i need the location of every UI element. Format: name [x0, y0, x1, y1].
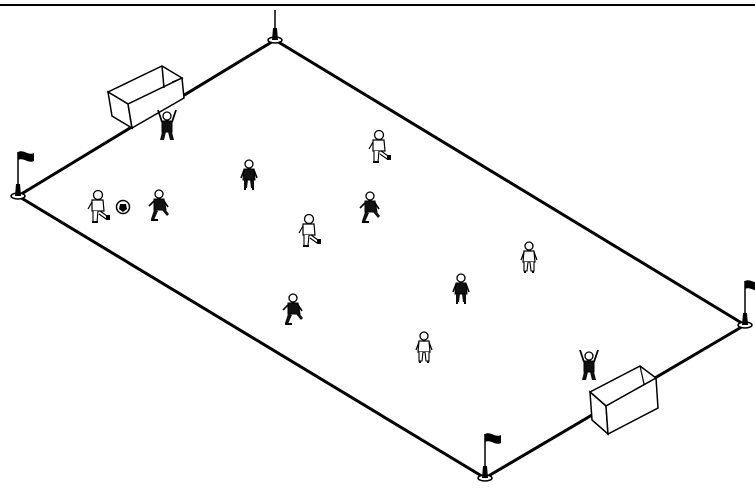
- player-light-icon: [88, 191, 110, 224]
- player-dark-icon: [241, 160, 257, 190]
- goal-icon: [590, 366, 658, 434]
- player-light-icon: [369, 131, 391, 164]
- player-dark-icon: [158, 110, 176, 140]
- player-dark-icon: [283, 294, 303, 325]
- player-dark-icon: [453, 274, 469, 304]
- player-dark-icon: [360, 192, 380, 223]
- player-light-icon: [521, 242, 537, 273]
- player-light-icon: [299, 215, 321, 248]
- corner-post-icon: [268, 10, 282, 43]
- player-dark-icon: [580, 350, 598, 380]
- player-dark-icon: [149, 190, 169, 221]
- soccer-ball-icon: [117, 201, 130, 214]
- player-light-icon: [416, 332, 432, 363]
